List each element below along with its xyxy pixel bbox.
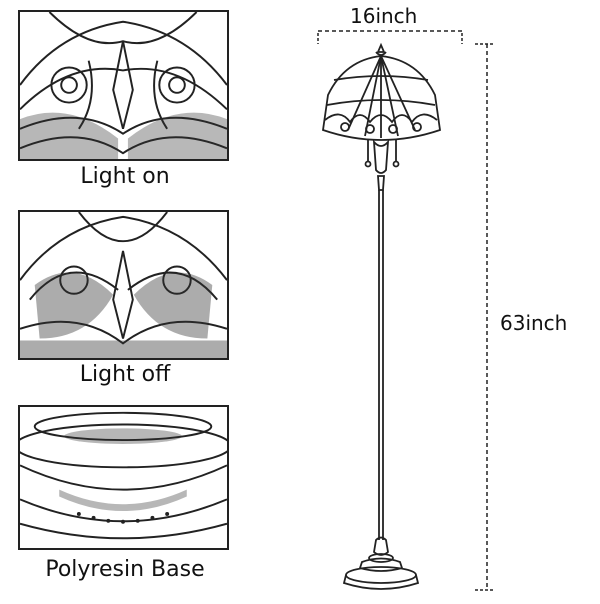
floor-lamp-drawing [317,30,495,591]
light-off-detail-image [18,210,229,360]
polyresin-base-detail-image [18,405,229,550]
light-off-caption: Light off [79,362,171,387]
height-dimension-label: 63inch [500,311,568,335]
light-on-detail-image [18,10,229,161]
light-off-glass-pattern [20,212,227,358]
width-dimension-label: 16inch [350,4,418,28]
floor-lamp-illustration [250,0,600,600]
light-on-caption: Light on [80,164,170,189]
light-on-glass-pattern [20,12,227,159]
polyresin-base-caption: Polyresin Base [45,557,205,582]
base-closeup-drawing [20,411,227,540]
